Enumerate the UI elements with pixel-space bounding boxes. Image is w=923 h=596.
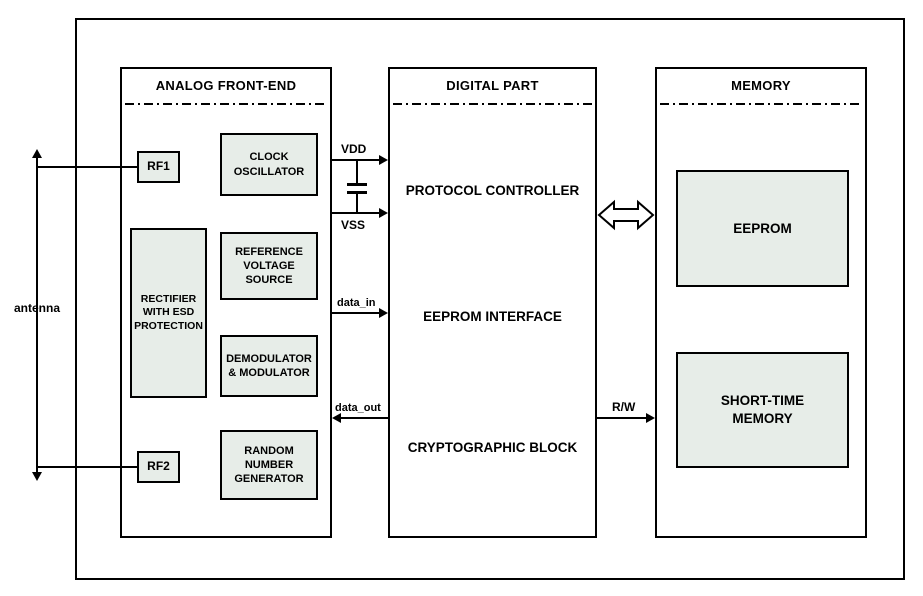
capacitor-top-lead	[356, 161, 358, 183]
label-eeprom-interface: EEPROM INTERFACE	[423, 309, 562, 324]
label-cryptographic-block: CRYPTOGRAPHIC BLOCK	[407, 440, 578, 455]
memory-title-separator	[660, 103, 862, 105]
block-rf1: RF1	[137, 151, 180, 183]
block-reference-voltage-source: REFERENCE VOLTAGE SOURCE	[220, 232, 318, 300]
section-digital-part: DIGITAL PART	[388, 67, 597, 538]
memory-section-title: MEMORY	[731, 78, 791, 93]
vdd-label: VDD	[341, 142, 367, 156]
digital-title-separator	[393, 103, 592, 105]
vdd-wire	[332, 159, 380, 161]
rw-arrow-icon	[646, 413, 655, 423]
vdd-arrow-icon	[379, 155, 388, 165]
analog-section-title: ANALOG FRONT-END	[155, 78, 297, 93]
label-protocol-controller: PROTOCOL CONTROLLER	[405, 183, 580, 198]
capacitor-top-plate	[347, 183, 367, 186]
data-in-label: data_in	[337, 297, 376, 309]
capacitor-bottom-plate	[347, 191, 367, 194]
block-random-number-generator: RANDOM NUMBER GENERATOR	[220, 430, 318, 500]
rw-label: R/W	[612, 400, 636, 414]
rw-wire	[597, 417, 646, 419]
block-short-time-memory: SHORT-TIME MEMORY	[676, 352, 849, 468]
vss-label: VSS	[341, 218, 366, 232]
vss-wire	[332, 212, 380, 214]
analog-title-separator	[125, 103, 327, 105]
block-demodulator-modulator: DEMODULATOR & MODULATOR	[220, 335, 318, 397]
data-in-wire	[332, 312, 380, 314]
capacitor-bottom-lead	[356, 194, 358, 212]
data-in-arrow-icon	[379, 308, 388, 318]
block-rectifier-esd-protection: RECTIFIER WITH ESD PROTECTION	[130, 228, 207, 398]
data-out-arrow-icon	[332, 413, 341, 423]
block-eeprom: EEPROM	[676, 170, 849, 287]
short-time-memory-label: SHORT-TIME MEMORY	[720, 393, 805, 426]
antenna-label: antenna	[13, 301, 60, 315]
bus-double-arrow-icon	[597, 199, 655, 231]
data-out-wire	[341, 417, 388, 419]
antenna-wire-rf2	[37, 466, 137, 468]
antenna-vertical-wire	[36, 158, 38, 472]
antenna-arrow-up-icon	[32, 149, 42, 158]
block-rf2: RF2	[137, 451, 180, 483]
block-clock-oscillator: CLOCK OSCILLATOR	[220, 133, 318, 196]
vss-arrow-icon	[379, 208, 388, 218]
data-out-label: data_out	[335, 402, 381, 414]
antenna-arrow-down-icon	[32, 472, 42, 481]
antenna-wire-rf1	[37, 166, 137, 168]
digital-section-title: DIGITAL PART	[446, 78, 539, 93]
